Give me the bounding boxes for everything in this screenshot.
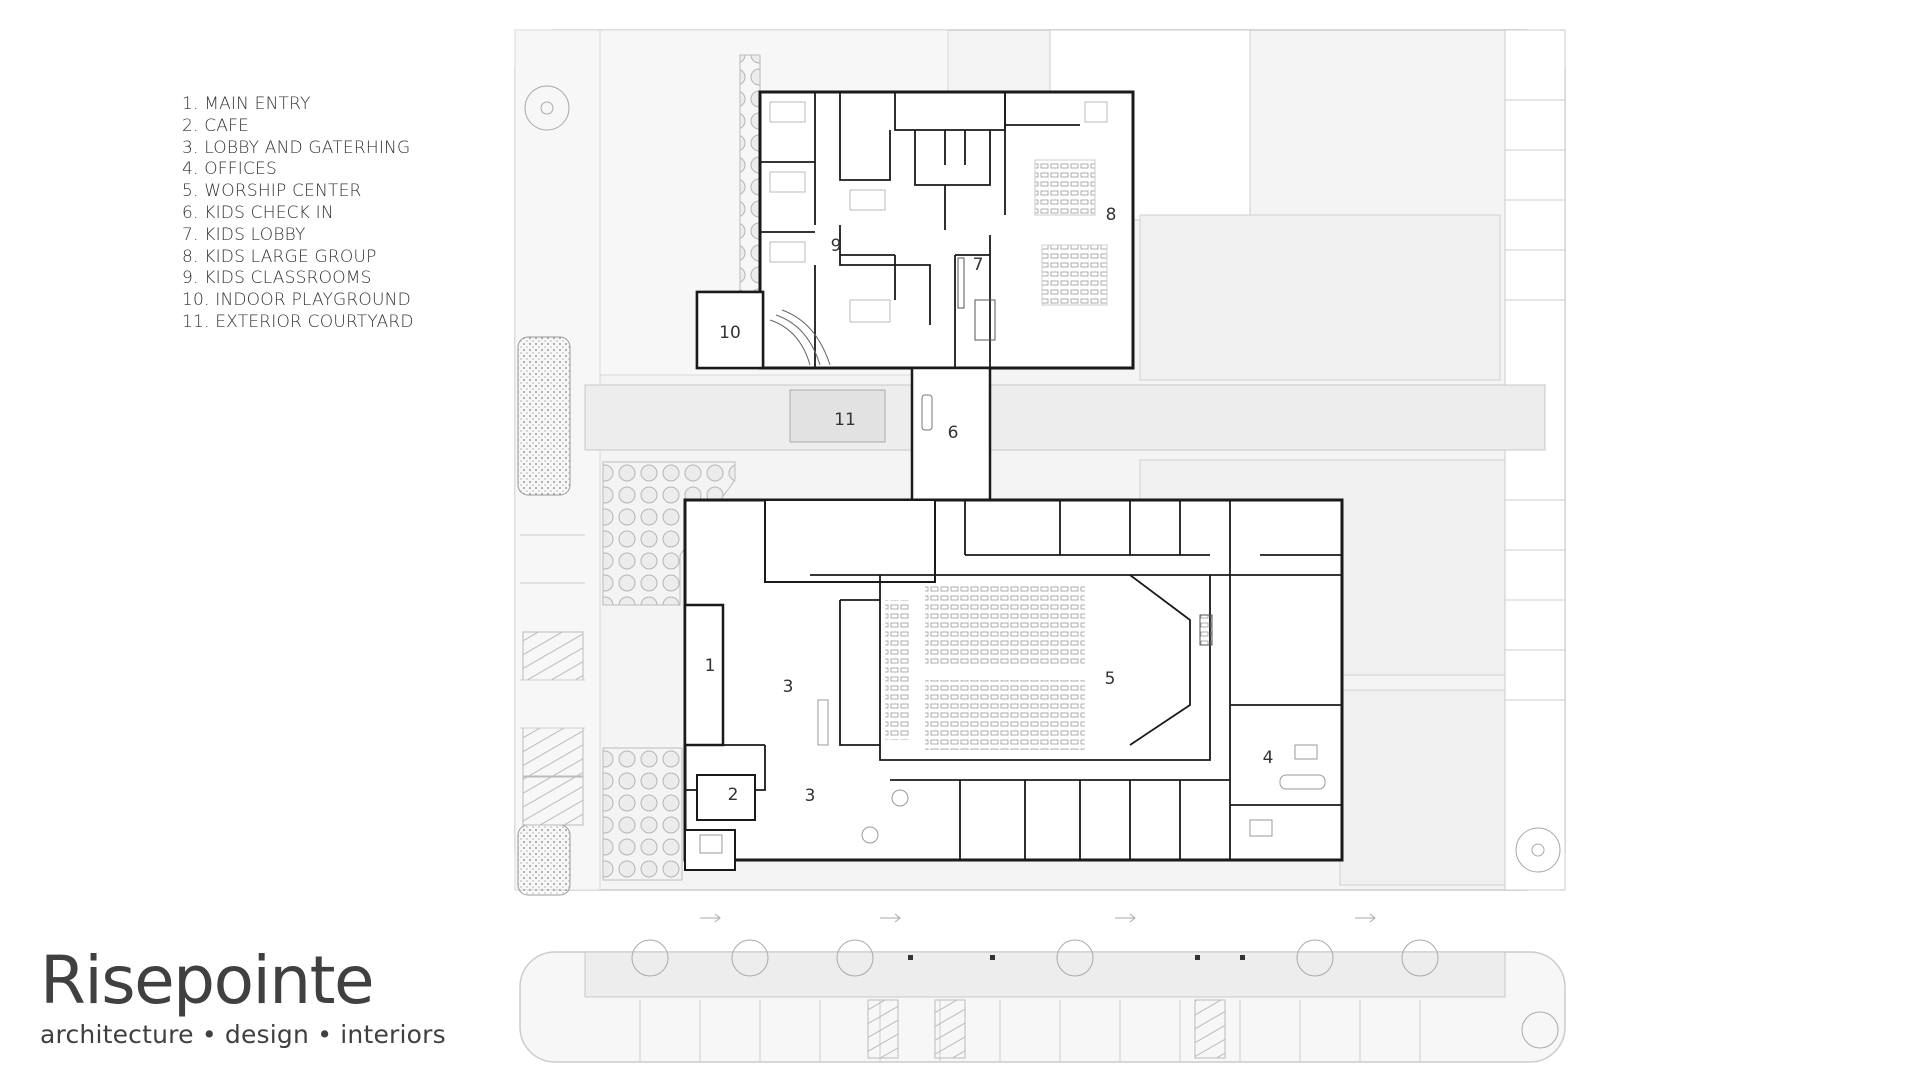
room-label-worship-center: 5 [1105, 669, 1116, 689]
room-label-indoor-playground: 10 [719, 323, 741, 343]
legend-item-kids-lobby: 7. KIDS LOBBY [182, 224, 306, 245]
legend-item-kids-check-in: 6. KIDS CHECK IN [182, 202, 334, 223]
legend-item-indoor-playground: 10. INDOOR PLAYGROUND [182, 290, 411, 311]
room-label-exterior-courtyard: 11 [834, 410, 856, 430]
room-label-lobby-lower: 3 [805, 786, 816, 806]
brand-logo: Risepointe architecture • design • inter… [40, 948, 446, 1050]
room-labels: 1 2 3 3 4 5 6 7 8 9 10 11 [705, 205, 1274, 806]
legend-item-offices: 4. OFFICES [182, 159, 277, 180]
room-label-lobby-upper: 3 [783, 677, 794, 697]
room-label-kids-lobby: 7 [973, 255, 984, 275]
legend-item-kids-large-group: 8. KIDS LARGE GROUP [182, 246, 377, 267]
legend-item-main-entry: 1. MAIN ENTRY [182, 94, 311, 114]
legend-item-cafe: 2. CAFE [182, 115, 250, 136]
kids-wing [695, 90, 1135, 370]
room-label-main-entry: 1 [705, 656, 716, 676]
legend-item-exterior-courtyard: 11. EXTERIOR COURTYARD [182, 311, 414, 332]
brand-tagline: architecture • design • interiors [40, 1020, 446, 1049]
main-building [683, 498, 1344, 871]
room-label-cafe: 2 [728, 785, 739, 805]
legend-item-worship-center: 5. WORSHIP CENTER [182, 181, 362, 202]
legend-item-kids-classrooms: 9. KIDS CLASSROOMS [182, 268, 372, 289]
legend-item-lobby: 3. LOBBY AND GATERHING [182, 137, 411, 158]
legend-list: 1. MAIN ENTRY 2. CAFE 3. LOBBY AND GATER… [182, 94, 414, 334]
brand-name: Risepointe [40, 942, 375, 1019]
room-label-kids-classrooms: 9 [831, 236, 842, 256]
room-label-kids-large-group: 8 [1106, 205, 1117, 225]
room-label-kids-check-in: 6 [948, 423, 959, 443]
room-label-offices: 4 [1263, 748, 1274, 768]
